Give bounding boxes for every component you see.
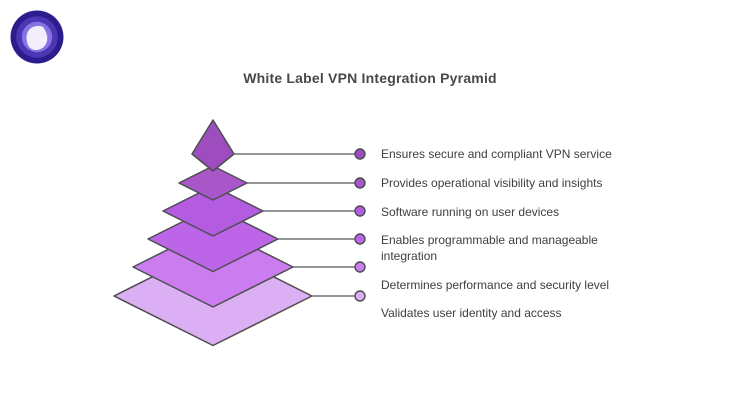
connector-dot-5 — [354, 261, 366, 273]
pyramid-level-3 — [162, 185, 264, 237]
pyramid-level-4 — [147, 205, 279, 273]
connector-dot-2 — [354, 177, 366, 189]
level-label-1: Ensures secure and compliant VPN service — [381, 147, 612, 161]
connector-dot-3 — [354, 205, 366, 217]
logo-core-shape — [26, 25, 48, 50]
level-label-6: Validates user identity and access — [381, 306, 562, 320]
pyramid-level-1 — [191, 119, 235, 172]
brand-logo-icon — [10, 10, 64, 64]
level-label-4: Enables programmable and manageable inte… — [381, 233, 598, 263]
diagram-title: White Label VPN Integration Pyramid — [243, 70, 497, 86]
connector-dot-1 — [354, 148, 366, 160]
brand-logo — [10, 10, 64, 64]
connector-dot-6 — [354, 290, 366, 302]
connector-dot-4 — [354, 233, 366, 245]
level-label-2: Provides operational visibility and insi… — [381, 176, 603, 190]
level-label-5: Determines performance and security leve… — [381, 278, 610, 292]
pyramid-level-2 — [178, 165, 248, 201]
level-label-3: Software running on user devices — [381, 205, 560, 219]
